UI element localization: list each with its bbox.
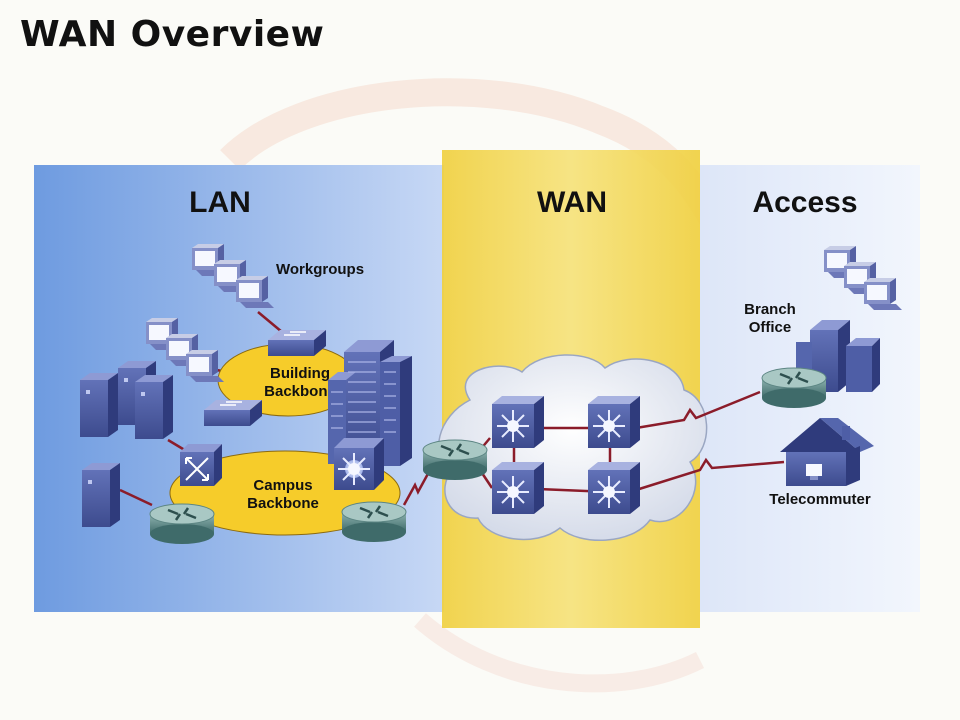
branch-office-label-1: Branch: [744, 301, 796, 318]
server-icon: [80, 373, 118, 437]
workgroups-label: Workgroups: [276, 261, 364, 278]
lan-heading: LAN: [189, 186, 251, 219]
wan-switch-icon: [587, 395, 641, 449]
router-icon: [760, 366, 828, 410]
building-backbone-label-1: Building: [270, 365, 330, 382]
building-icon: [328, 340, 412, 466]
campus-backbone-label-1: Campus: [253, 477, 312, 494]
page-title: WAN Overview: [20, 14, 325, 55]
wan-switch-icon: [491, 395, 545, 449]
switch-icon: [267, 329, 327, 357]
building-backbone-label-2: Backbone: [264, 383, 336, 400]
atm-switch-icon: [180, 444, 222, 486]
server-icon: [82, 463, 120, 527]
campus-backbone-label-2: Backbone: [247, 495, 319, 512]
house-icon: [780, 418, 874, 486]
router-icon: [148, 502, 216, 546]
branch-office-label-2: Office: [749, 319, 792, 336]
switch-icon: [203, 399, 263, 427]
router-icon: [421, 438, 489, 482]
access-heading: Access: [752, 186, 857, 219]
wan-heading: WAN: [537, 186, 607, 219]
server-icon: [135, 375, 173, 439]
multilayer-switch-icon: [333, 437, 385, 491]
router-icon: [340, 500, 408, 544]
wan-switch-icon: [491, 461, 545, 515]
wan-switch-icon: [587, 461, 641, 515]
telecommuter-label: Telecommuter: [769, 491, 871, 508]
